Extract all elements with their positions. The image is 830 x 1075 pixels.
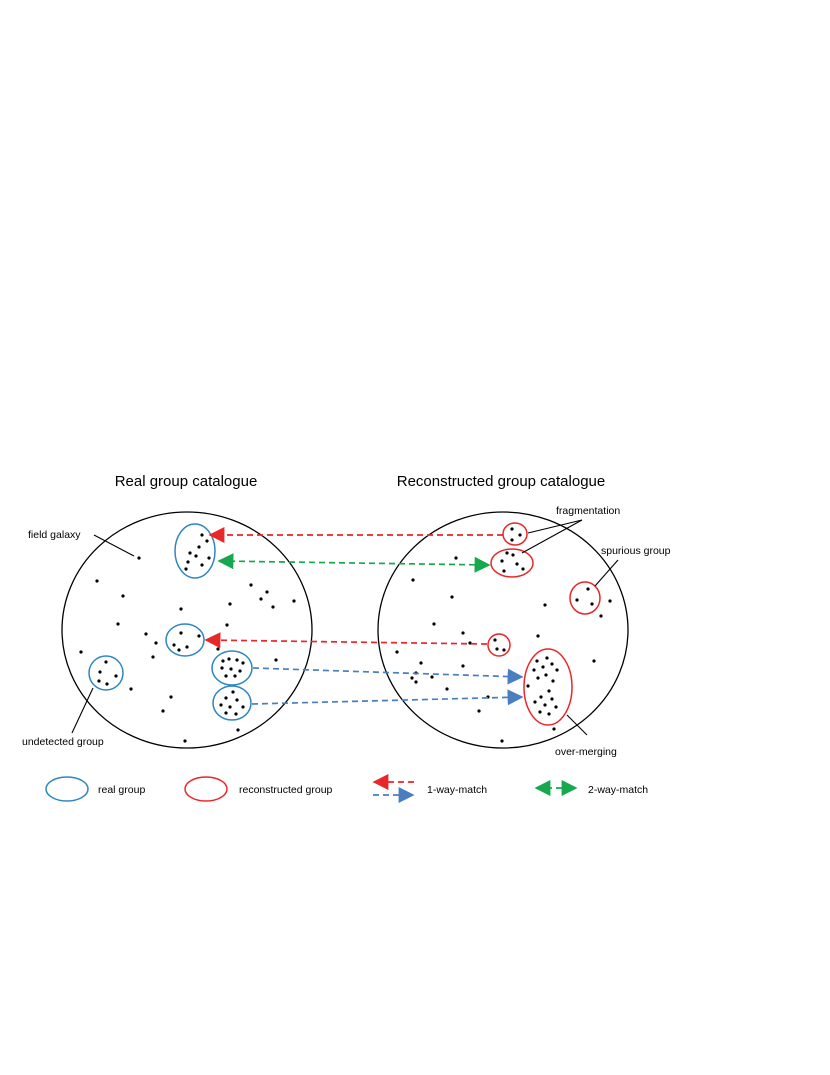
legend: real group reconstructed group 1-way-mat… [45,774,648,803]
legend-one-way-match-label: 1-way-match [427,784,487,796]
over-merging-leader [566,714,588,736]
two-way-match-arrow [217,553,491,573]
spurious-group-label: spurious group [601,545,671,557]
field-galaxy-leader [93,534,135,557]
one-way-match-arrow-middle [204,632,488,649]
real-catalogue-circle [61,511,313,749]
undetected-group-label: undetected group [22,736,104,748]
one-way-match-arrow-lower-a [252,667,524,685]
reconstructed-group-spurious [569,581,601,615]
real-group-lower-b [212,685,252,721]
fragmentation-leader-small [527,519,583,534]
real-group-lower-a [211,650,253,686]
legend-real-group-swatch [45,776,89,802]
over-merging-label: over-merging [555,746,617,758]
reconstructed-catalogue-title: Reconstructed group catalogue [397,473,605,490]
spurious-group-leader [594,559,619,587]
reconstructed-group-over-merged [523,648,573,726]
one-way-match-arrow-lower-b [251,689,524,706]
field-galaxy-label: field galaxy [28,529,81,541]
reconstructed-catalogue-circle [377,511,629,749]
undetected-group-leader [71,687,94,734]
real-group-middle [165,623,205,657]
real-group-undetected [88,655,124,691]
real-group-top [174,523,216,579]
reconstructed-group-fragment-large [490,548,534,578]
legend-two-way-match-label: 2-way-match [588,784,648,796]
fragmentation-label: fragmentation [556,505,620,517]
reconstructed-group-fragment-small [502,522,528,546]
legend-reconstructed-group-swatch [184,776,228,802]
reconstructed-group-middle [487,633,511,657]
real-catalogue-title: Real group catalogue [115,473,258,490]
fragmentation-leader-large [521,519,583,554]
reconstructed-catalogue-galaxies [395,527,612,743]
real-catalogue-galaxies [79,533,296,743]
legend-real-group-label: real group [98,784,145,796]
legend-reconstructed-group-label: reconstructed group [239,784,333,796]
